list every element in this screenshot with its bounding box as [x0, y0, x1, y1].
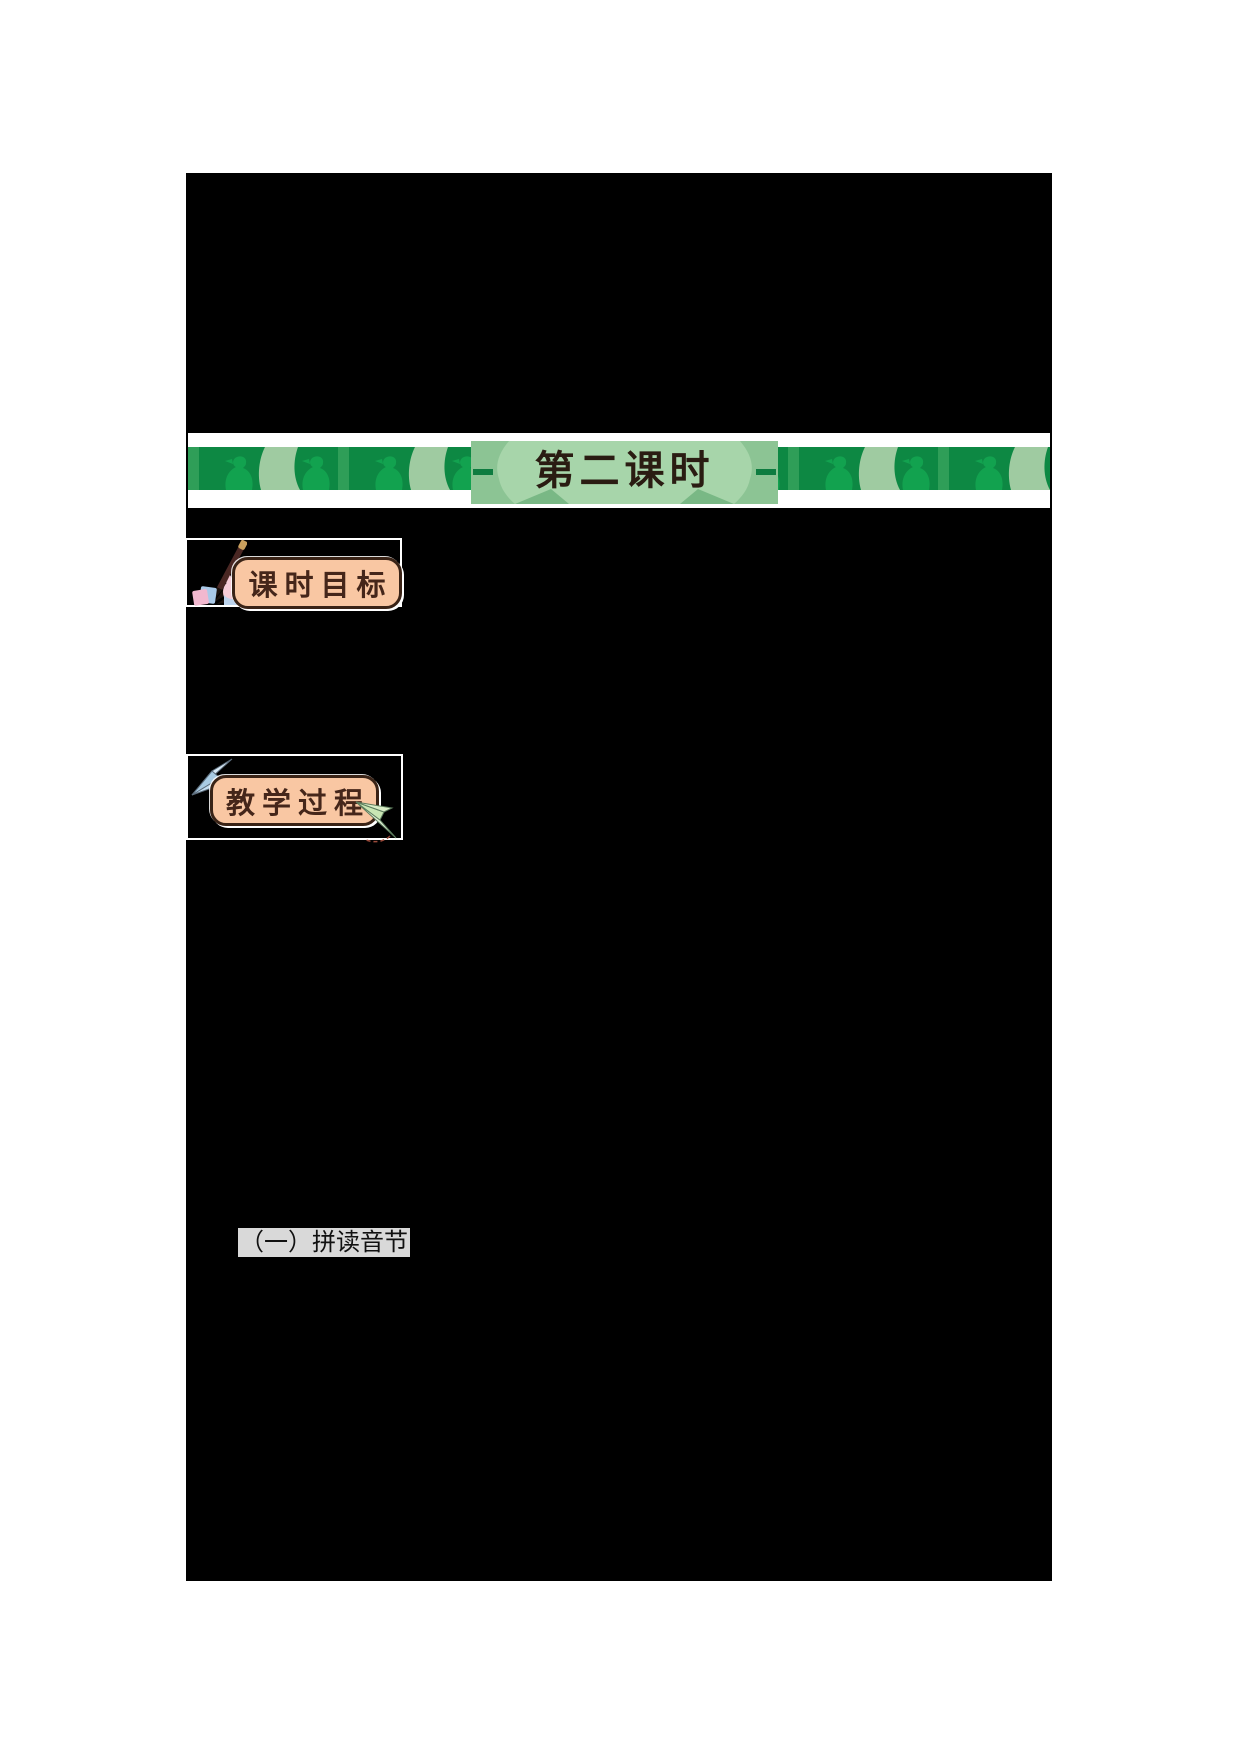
- objectives-pill: 课时目标: [232, 557, 402, 609]
- process-pill: 教学过程: [210, 775, 379, 826]
- process-badge: 教学过程: [186, 754, 403, 843]
- process-label: 教学过程: [225, 785, 370, 820]
- banner-title: 第二课时: [534, 447, 715, 494]
- content-block-top: [186, 173, 1052, 433]
- objectives-label: 课时目标: [248, 568, 393, 602]
- paper-airplane-green-icon: [354, 798, 404, 844]
- table-border-right: [1050, 433, 1052, 508]
- ribbon-shape: [471, 441, 778, 504]
- paper-notes-icon: [192, 584, 218, 608]
- objectives-badge: 课时目标: [185, 538, 402, 609]
- table-border-left: [186, 433, 188, 508]
- section-banner-ribbon: 第二课时: [471, 441, 778, 504]
- subsection-heading: （一）拼读音节: [238, 1228, 410, 1257]
- content-block-main: [186, 508, 1052, 1581]
